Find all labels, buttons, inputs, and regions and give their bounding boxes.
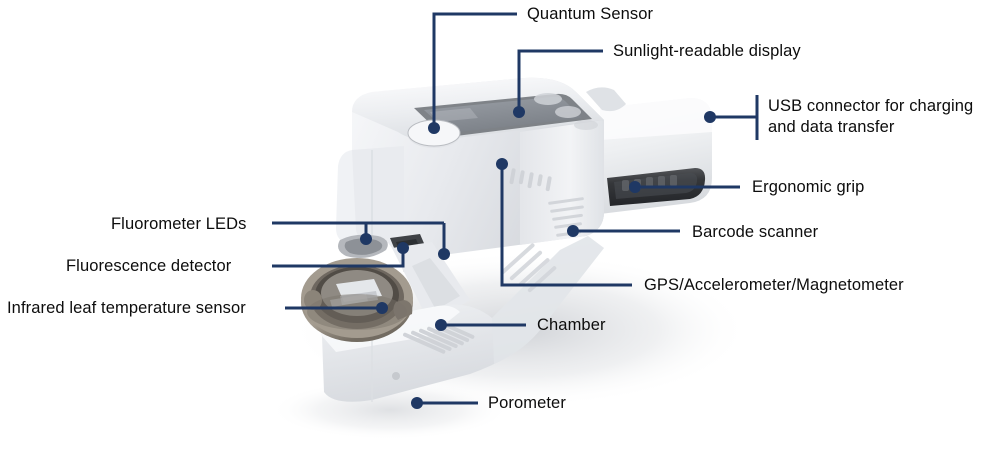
leader-gps	[500, 164, 632, 287]
usb-label-line-2: and data transfer	[768, 118, 895, 136]
marker-ergonomic-grip	[629, 181, 641, 193]
marker-fluorometer-led-2	[438, 248, 450, 260]
marker-sunlight-readable-display	[513, 106, 525, 118]
marker-fluorescence-detector	[397, 242, 409, 254]
callout-label-usb-connector: USB connector for charging and data tran…	[768, 96, 1004, 138]
callout-label-sunlight-readable-display: Sunlight-readable display	[613, 42, 801, 60]
callout-label-porometer: Porometer	[488, 394, 566, 412]
marker-quantum-sensor	[428, 122, 440, 134]
marker-barcode-scanner	[567, 225, 579, 237]
callout-label-fluorometer-leds: Fluorometer LEDs	[111, 215, 247, 233]
usb-label-line-1: USB connector for charging	[768, 97, 974, 115]
leader-fluorescence-detector	[272, 248, 405, 268]
marker-gps-top	[496, 158, 508, 170]
callout-label-quantum-sensor: Quantum Sensor	[527, 5, 654, 23]
callout-label-gps-accelerometer-magnetometer: GPS/Accelerometer/Magnetometer	[644, 276, 904, 294]
callout-label-fluorescence-detector: Fluorescence detector	[66, 257, 232, 275]
callout-label-infrared-leaf-temperature-sensor: Infrared leaf temperature sensor	[7, 299, 246, 317]
marker-usb-connector	[704, 111, 716, 123]
leader-sunlight-readable-display	[517, 49, 603, 112]
marker-porometer	[411, 397, 423, 409]
callout-label-chamber: Chamber	[537, 316, 606, 334]
leader-quantum-sensor	[432, 12, 517, 128]
marker-chamber	[435, 319, 447, 331]
marker-infrared-leaf-temperature-sensor	[376, 302, 388, 314]
marker-fluorometer-led-1	[360, 233, 372, 245]
callout-label-barcode-scanner: Barcode scanner	[692, 223, 819, 241]
callout-label-ergonomic-grip: Ergonomic grip	[752, 178, 865, 196]
